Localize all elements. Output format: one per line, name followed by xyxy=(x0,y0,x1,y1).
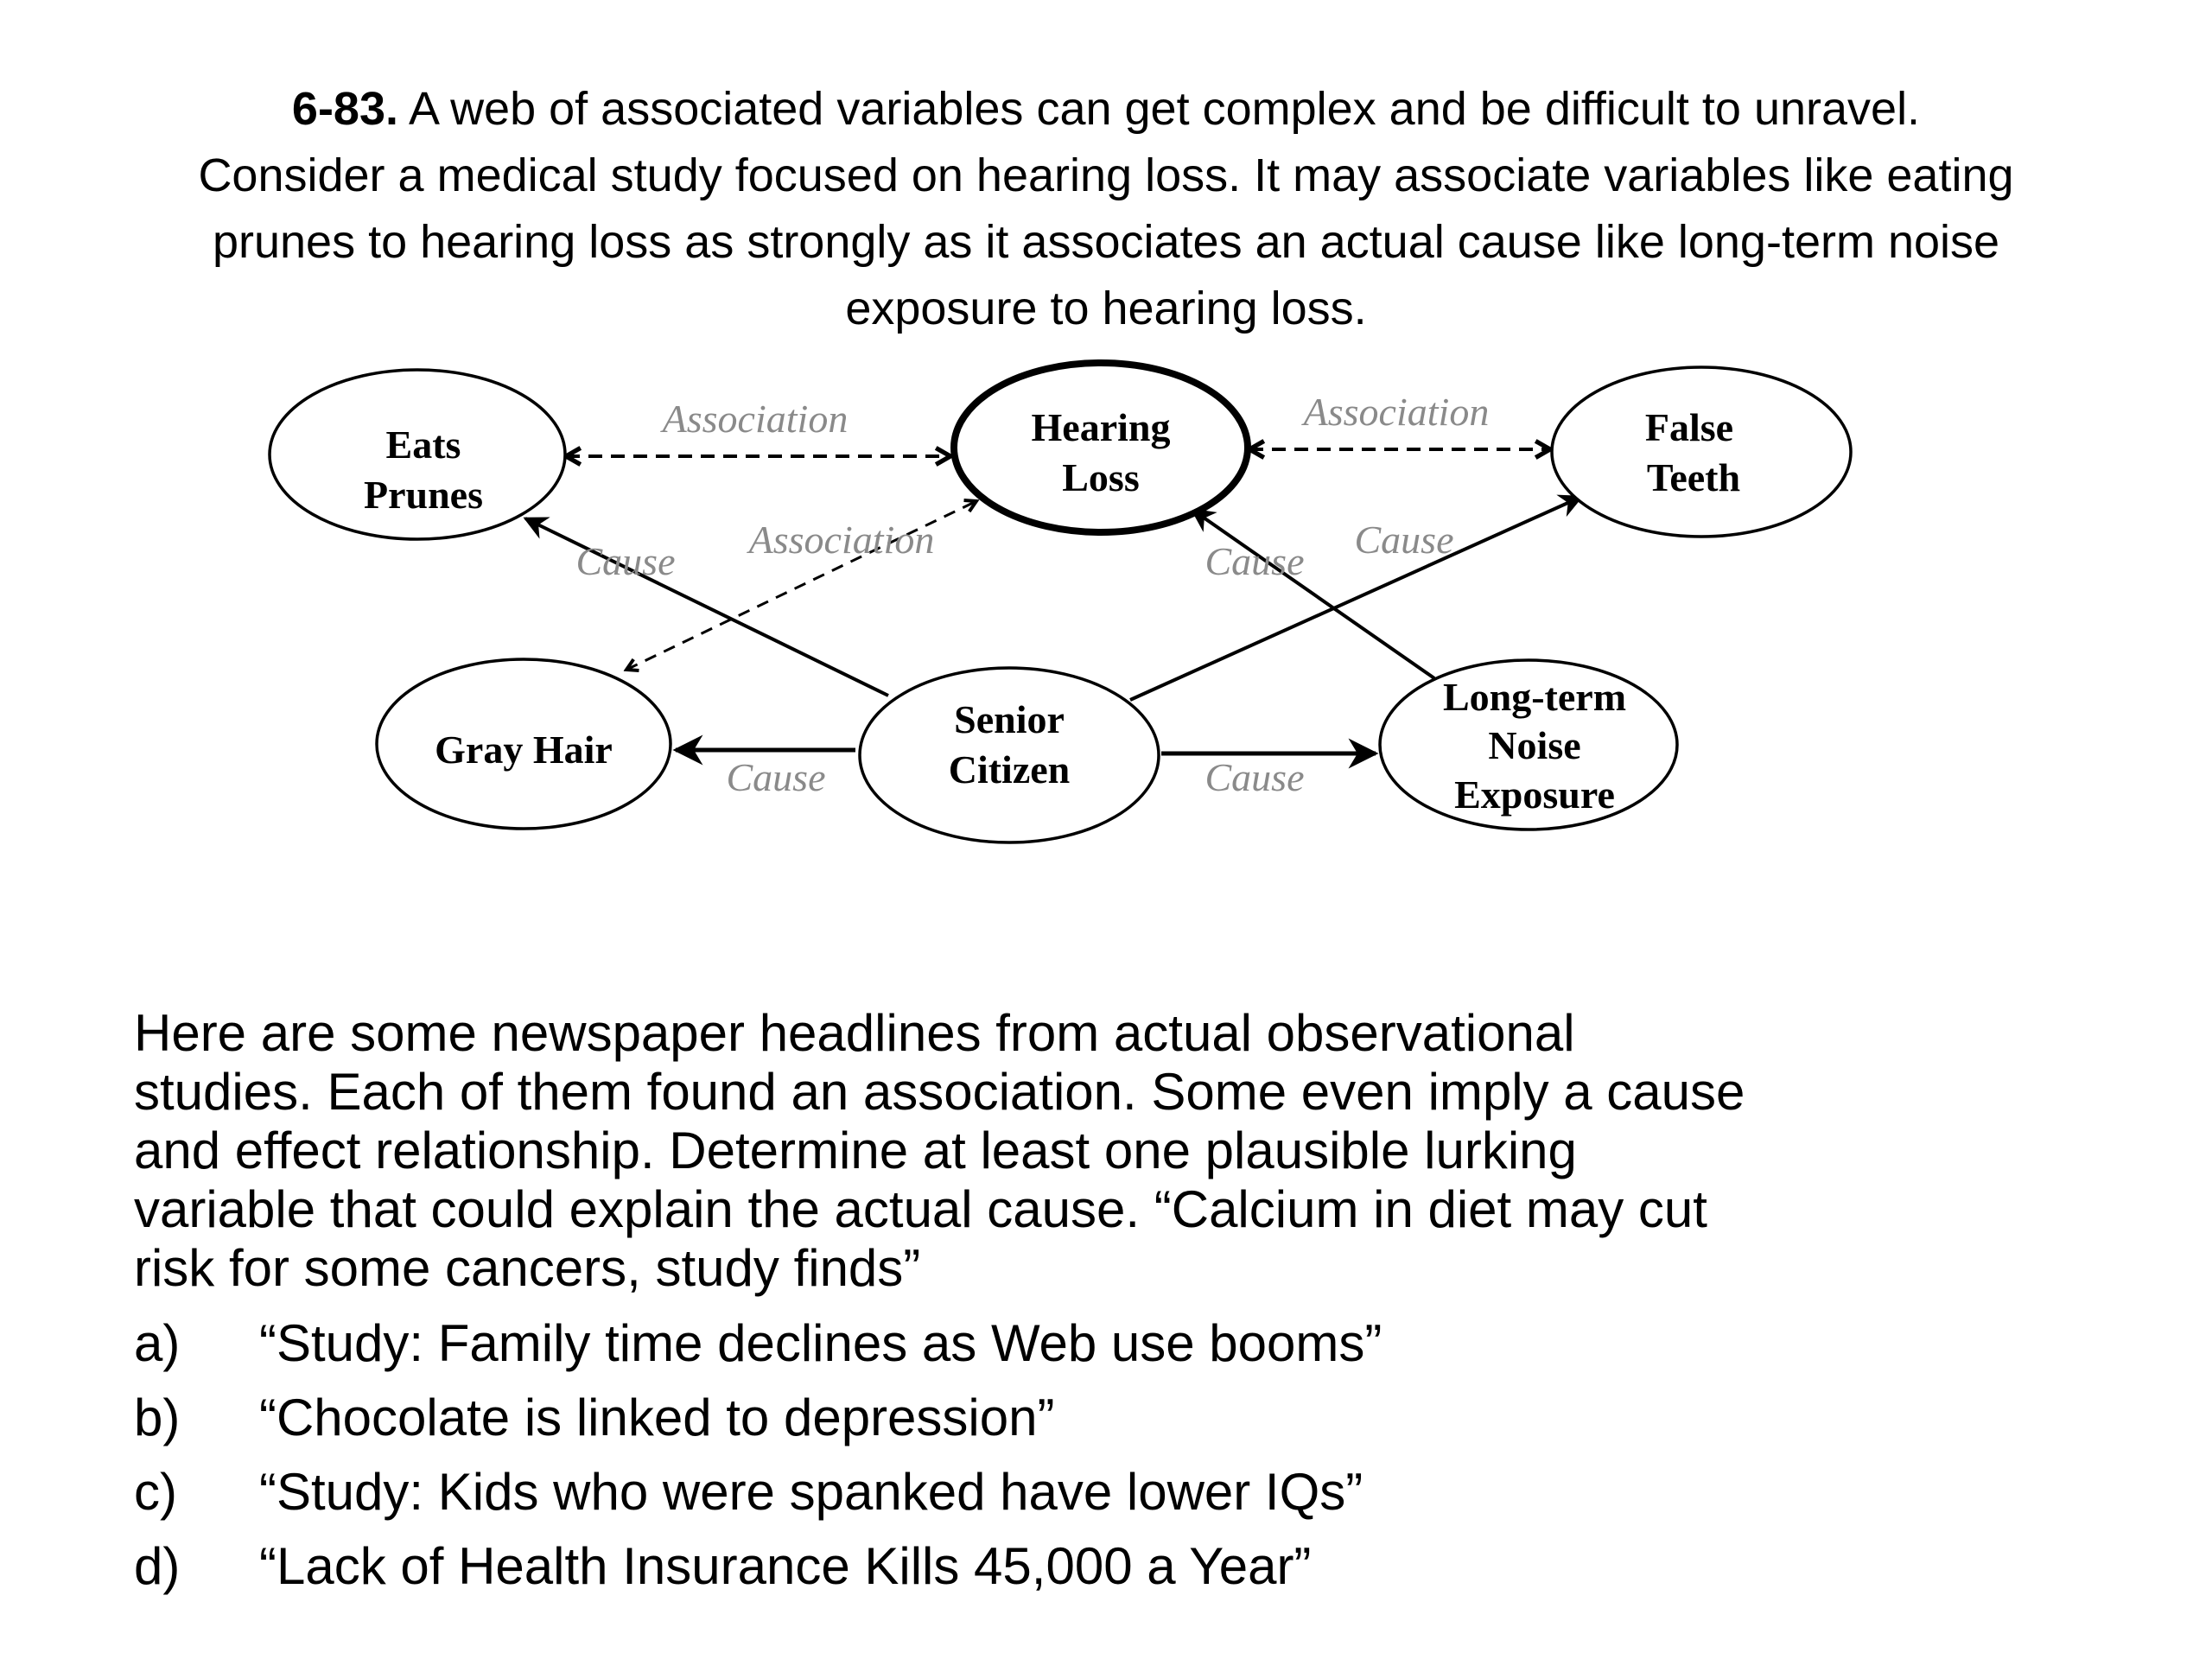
headline-item-d: d) “Lack of Health Insurance Kills 45,00… xyxy=(134,1529,2035,1604)
item-text: “Study: Kids who were spanked have lower… xyxy=(259,1463,1363,1521)
node-noise-exposure: Long-term Noise Exposure xyxy=(1378,658,1679,831)
headline-item-a: a) “Study: Family time declines as Web u… xyxy=(134,1306,2035,1381)
svg-text:Senior: Senior xyxy=(954,697,1065,741)
title-line-1: 6-83. A web of associated variables can … xyxy=(291,83,1921,135)
item-letter: a) xyxy=(134,1314,181,1372)
problem-statement: 6-83. A web of associated variables can … xyxy=(121,76,2091,342)
headline-list: a) “Study: Family time declines as Web u… xyxy=(134,1306,2035,1604)
body-line: variable that could explain the actual c… xyxy=(134,1180,1707,1238)
label-noise-hearing: Cause xyxy=(1205,539,1305,583)
problem-number: 6-83. xyxy=(291,83,398,135)
edge-grayhair-hearing-association xyxy=(626,501,976,670)
node-eats-prunes: Eats Prunes xyxy=(268,368,567,541)
svg-text:False: False xyxy=(1645,405,1733,449)
label-hearing-teeth: Association xyxy=(1301,390,1490,434)
title-line-3: prunes to hearing loss as strongly as it… xyxy=(212,216,2000,268)
svg-text:Gray Hair: Gray Hair xyxy=(435,728,613,772)
headline-item-c: c) “Study: Kids who were spanked have lo… xyxy=(134,1455,2035,1529)
body-line: and effect relationship. Determine at le… xyxy=(134,1122,1577,1179)
edge-noise-hearing-cause xyxy=(1190,508,1436,680)
label-grayhair-hearing: Association xyxy=(747,518,935,562)
node-hearing-loss: Hearing Loss xyxy=(950,359,1251,536)
item-letter: b) xyxy=(134,1389,181,1446)
svg-text:Teeth: Teeth xyxy=(1647,455,1740,499)
label-prunes-hearing: Association xyxy=(660,397,849,441)
item-text: “Chocolate is linked to depression” xyxy=(259,1389,1055,1446)
node-false-teeth: False Teeth xyxy=(1550,365,1853,538)
svg-text:Citizen: Citizen xyxy=(949,747,1071,791)
svg-text:Long-term: Long-term xyxy=(1443,675,1626,719)
item-letter: c) xyxy=(134,1463,177,1521)
svg-text:Hearing: Hearing xyxy=(1032,405,1171,449)
edge-senior-prunes-cause xyxy=(523,517,889,697)
svg-text:Loss: Loss xyxy=(1062,455,1139,499)
title-line-4: exposure to hearing loss. xyxy=(845,283,1367,334)
svg-text:Prunes: Prunes xyxy=(364,473,483,517)
svg-text:Noise: Noise xyxy=(1488,723,1580,767)
label-senior-prunes: Cause xyxy=(576,539,676,583)
item-letter: d) xyxy=(134,1537,181,1595)
title-line-2: Consider a medical study focused on hear… xyxy=(198,149,2014,201)
label-senior-grayhair: Cause xyxy=(727,755,826,799)
item-text: “Study: Family time declines as Web use … xyxy=(259,1314,1382,1372)
headline-item-b: b) “Chocolate is linked to depression” xyxy=(134,1381,2035,1455)
instructions: Here are some newspaper headlines from a… xyxy=(134,1004,2035,1298)
body-line: studies. Each of them found an associati… xyxy=(134,1063,1745,1121)
node-senior-citizen: Senior Citizen xyxy=(858,666,1160,844)
node-gray-hair: Gray Hair xyxy=(375,658,672,830)
svg-text:Exposure: Exposure xyxy=(1454,772,1615,817)
edge-senior-teeth-cause xyxy=(1129,494,1584,702)
label-senior-teeth: Cause xyxy=(1355,518,1454,562)
body-line: Here are some newspaper headlines from a… xyxy=(134,1004,1575,1062)
body-line: risk for some cancers, study finds” xyxy=(134,1239,921,1297)
label-senior-noise: Cause xyxy=(1205,755,1305,799)
svg-text:Eats: Eats xyxy=(386,423,461,467)
association-diagram: Association Association Association Caus… xyxy=(268,359,1853,844)
item-text: “Lack of Health Insurance Kills 45,000 a… xyxy=(259,1537,1312,1595)
